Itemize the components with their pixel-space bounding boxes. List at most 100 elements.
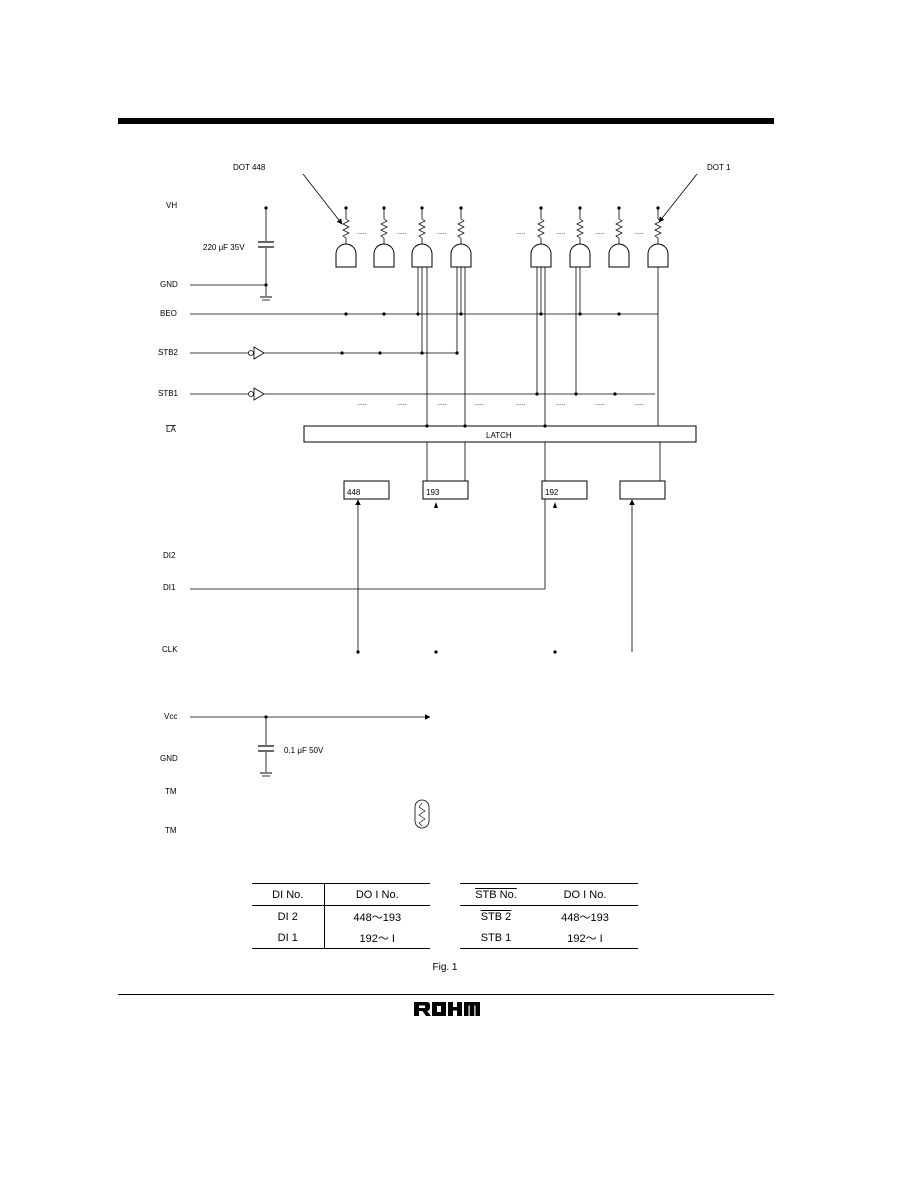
stb1-buffer (253, 387, 265, 401)
clk-mark-192 (553, 502, 557, 508)
register-448 (343, 480, 390, 500)
junction-node (378, 351, 382, 355)
ellipsis-dots: ..... (437, 400, 447, 407)
gnd-top-label: GND (160, 280, 178, 289)
heating-resistor (380, 218, 388, 239)
register-448-label: 448 (347, 488, 361, 497)
clk-mark-193 (434, 502, 438, 508)
latch-label: LATCH (486, 431, 512, 440)
heating-resistor (615, 218, 623, 239)
junction-node (574, 392, 578, 396)
register-193 (422, 480, 469, 500)
di-table-header-dot: DO I No. (324, 883, 430, 906)
ellipsis-dots: ..... (357, 229, 367, 236)
ellipsis-dots: ..... (437, 229, 447, 236)
bottom-rule (118, 994, 774, 995)
junction-node (455, 351, 459, 355)
stb1-label: STB1 (158, 389, 179, 398)
stb-table-header-dot: DO I No. (532, 883, 638, 906)
heating-resistor (418, 218, 426, 239)
register-192-label: 192 (545, 488, 559, 497)
table-row: STB 1 192〜 I (460, 927, 638, 949)
cap-bottom-label: 0.1 μF 50V (284, 746, 324, 755)
stb1-inverter-bubble (248, 391, 254, 397)
di-table-header-row: DI No. DO I No. (252, 883, 430, 906)
di-table-header-di: DI No. (252, 883, 325, 906)
top-rule (118, 118, 774, 124)
figure-caption: Fig. 1 (432, 962, 458, 973)
beo-label: BEO (160, 309, 177, 318)
junction-node (344, 312, 348, 316)
junction-node (535, 392, 539, 396)
junction-node (420, 351, 424, 355)
ellipsis-dots: ..... (556, 400, 566, 407)
dot-1-arrow (658, 173, 698, 223)
table-row: DI 2 448〜193 (252, 905, 430, 927)
di2-label: DI2 (163, 551, 176, 560)
gnd-bottom-label: GND (160, 754, 178, 763)
gnd-top-node (264, 283, 268, 287)
cap-top-label: 220 μF 35V (203, 243, 245, 252)
dot-1-label: DOT 1 (707, 163, 731, 172)
junction-node (539, 312, 543, 316)
nand-gate (569, 243, 591, 268)
stb-table-cell: STB 2 (460, 906, 532, 928)
di-table: DI No. DO I No. DI 2 448〜193 DI 1 192〜 I (252, 883, 430, 949)
stb-cell-overline: STB 2 (480, 910, 512, 923)
clk-node-3 (553, 650, 557, 654)
junction-node (459, 312, 463, 316)
di-table-cell: 448〜193 (353, 911, 402, 924)
ellipsis-dots: ..... (397, 400, 407, 407)
junction-node (463, 424, 467, 428)
ellipsis-dots: ..... (634, 229, 644, 236)
di-table-cell: 192〜 I (324, 927, 430, 949)
heating-resistor (457, 218, 465, 239)
heating-resistor (342, 218, 350, 239)
junction-node (425, 424, 429, 428)
stb2-label: STB2 (158, 348, 179, 357)
vh-label: VH (166, 201, 177, 210)
table-row: DI 1 192〜 I (252, 927, 430, 949)
junction-node (613, 392, 617, 396)
ellipsis-dots: ..... (595, 229, 605, 236)
heating-resistor (537, 218, 545, 239)
la-label: LA (166, 425, 176, 434)
ellipsis-dots: ..... (595, 400, 605, 407)
di1-label: DI1 (163, 583, 176, 592)
ellipsis-dots: ..... (516, 229, 526, 236)
di-table-cell: DI 2 (252, 905, 325, 927)
junction-node (382, 312, 386, 316)
stb2-inverter-bubble (248, 350, 254, 356)
di-table-cell: DI 1 (252, 927, 325, 949)
stb-table-cell: 448〜193 (561, 911, 609, 924)
nand-gate (373, 243, 395, 268)
junction-node (543, 424, 547, 428)
stb-table: STB No. DO I No. STB 2 448〜193 STB 1 192… (460, 883, 638, 949)
stb-table-header-row: STB No. DO I No. (460, 883, 638, 906)
stb-table-cell: STB 1 (460, 927, 532, 949)
junction-node (340, 351, 344, 355)
ellipsis-dots: ..... (397, 229, 407, 236)
tm-resistor (414, 799, 430, 829)
dot-448-label: DOT 448 (233, 163, 266, 172)
stb-table-header-stb: STB No. (460, 883, 532, 906)
junction-node (416, 312, 420, 316)
stb2-buffer (253, 346, 265, 360)
table-row: STB 2 448〜193 (460, 906, 638, 928)
heating-resistor (654, 218, 662, 239)
junction-node (617, 312, 621, 316)
ellipsis-dots: ..... (516, 400, 526, 407)
ellipsis-dots: ..... (357, 400, 367, 407)
dot-448-arrow (302, 173, 343, 225)
rohm-logo-mark (414, 1002, 480, 1016)
nand-gate (647, 243, 669, 268)
heating-resistor (576, 218, 584, 239)
vcc-label: Vcc (164, 712, 177, 721)
ellipsis-dots: ..... (634, 400, 644, 407)
ellipsis-dots: ..... (556, 229, 566, 236)
nand-gate (450, 243, 472, 268)
tm2-label: TM (165, 826, 177, 835)
heads-group: ........................................… (335, 206, 669, 428)
